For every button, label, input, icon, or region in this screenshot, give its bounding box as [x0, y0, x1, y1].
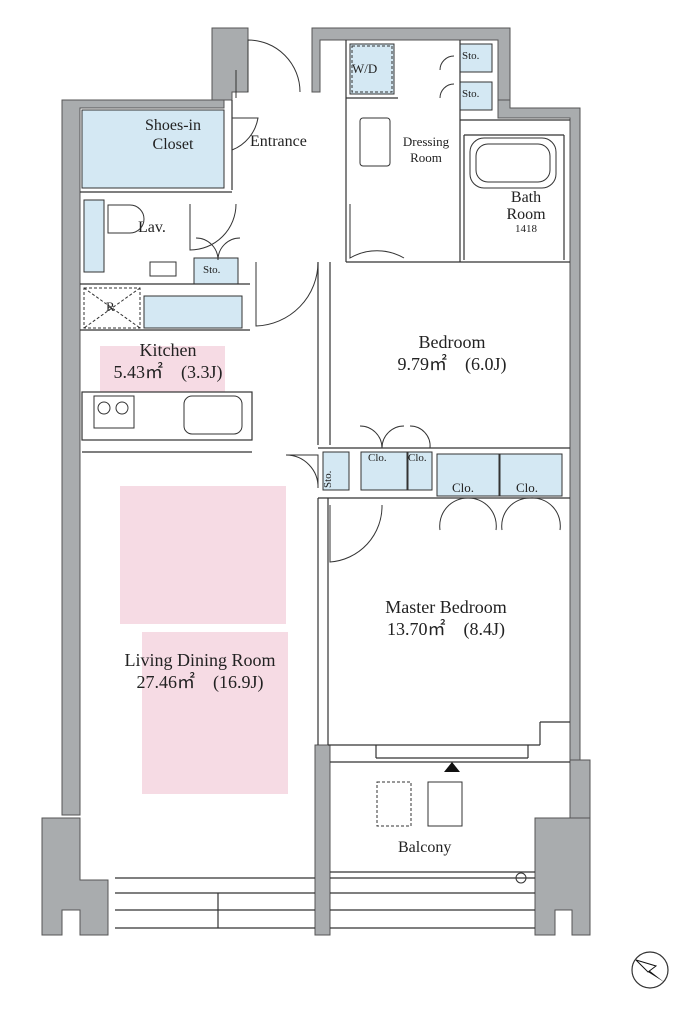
kitchen-label: Kitchen 5.43㎡ (3.3J): [113, 340, 223, 382]
dressing-room-label: Dressing Room: [402, 134, 450, 165]
clo-b-label: Clo.: [408, 452, 427, 464]
bedroom-label: Bedroom 9.79㎡ (6.0J): [397, 332, 507, 374]
entrance-label: Entrance: [250, 133, 307, 150]
door-swings: [189, 39, 561, 563]
kitchen-counter-fill: [100, 346, 225, 392]
balcony-entry-marker: [444, 762, 460, 772]
clo-d-label: Clo.: [516, 480, 539, 495]
north-arrow-icon: [631, 951, 669, 989]
storage-areas: [81, 43, 563, 497]
sto-top1-label: Sto.: [462, 50, 480, 62]
clo-c-label: Clo.: [452, 480, 475, 495]
living-dining-label: Living Dining Room 27.46㎡ (16.9J): [124, 650, 276, 692]
clo-a-fill: [360, 451, 408, 491]
dining-table: [120, 486, 286, 624]
master-bedroom-label: Master Bedroom 13.70㎡ (8.4J): [385, 597, 507, 639]
furniture-areas: [100, 346, 288, 794]
sto-side-label: Sto.: [322, 470, 334, 488]
lav-storage-fill: [83, 199, 105, 273]
sto-side-fill: [322, 451, 350, 491]
kitchen-storage-fill: [143, 295, 243, 329]
clo-d-fill: [499, 453, 563, 497]
wd-fill: [349, 43, 395, 95]
shoes-in-closet-label: Shoes-in Closet: [145, 117, 201, 154]
lav-label: Lav.: [138, 219, 166, 236]
shoes-in-closet-fill: [81, 109, 225, 189]
sto-top2-label: Sto.: [462, 88, 480, 100]
clo-c-fill: [436, 453, 500, 497]
sto-top1-fill: [459, 43, 493, 73]
refrigerator-label: R: [106, 299, 115, 314]
partitions: [80, 40, 570, 929]
sto-lav-label: Sto.: [203, 264, 221, 276]
balcony-label: Balcony: [398, 839, 452, 856]
sto-top2-fill: [459, 81, 493, 111]
sto-lav-fill: [193, 257, 239, 285]
bath-room-label: Bath Room 1418: [506, 189, 546, 235]
fixtures: [83, 45, 557, 884]
wd-label: W/D: [352, 61, 378, 76]
clo-a-label: Clo.: [368, 452, 387, 464]
sofa-area: [142, 632, 288, 794]
walls: [41, 27, 591, 936]
clo-b-fill: [407, 451, 433, 491]
